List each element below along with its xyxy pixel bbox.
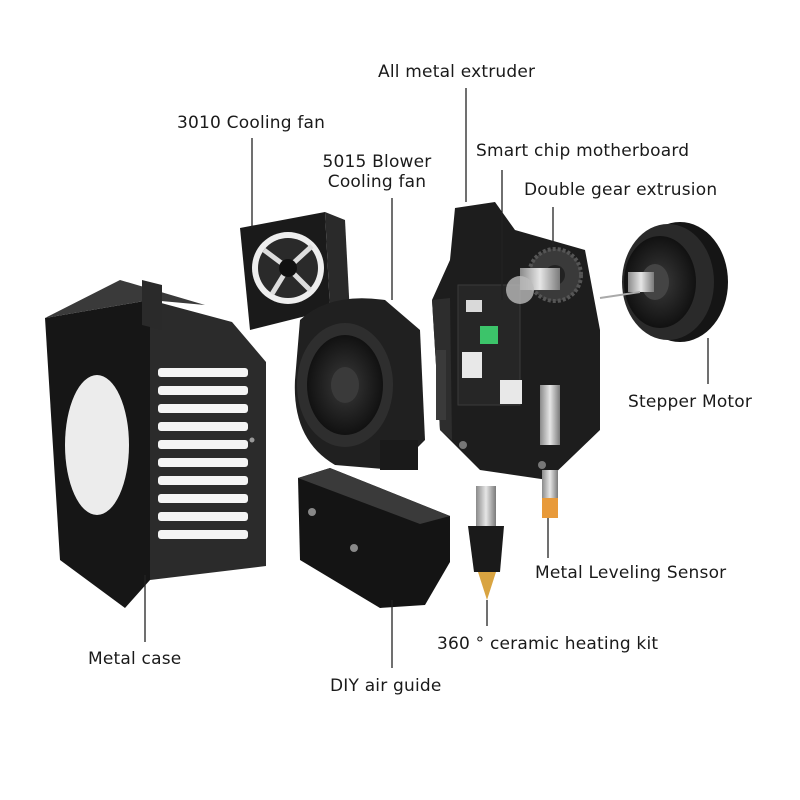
label-ceramic-heating-kit: 360 ° ceramic heating kit (437, 634, 659, 654)
label-smart-chip-motherboard: Smart chip motherboard (476, 141, 690, 161)
label-3010-cooling-fan: 3010 Cooling fan (177, 113, 326, 133)
blower-fan-5015 (294, 298, 425, 470)
stepper-motor (599, 222, 728, 342)
label-metal-case: Metal case (88, 649, 182, 669)
cooling-fan-3010 (240, 212, 350, 330)
leader-lines (144, 88, 709, 668)
metal-case (45, 280, 266, 608)
label-metal-leveling-sensor: Metal Leveling Sensor (535, 563, 727, 583)
label-all-metal-extruder: All metal extruder (378, 62, 536, 82)
heating-kit (468, 486, 504, 600)
air-guide (298, 468, 450, 608)
label-diy-air-guide: DIY air guide (330, 676, 442, 696)
extruder-body (432, 202, 600, 480)
label-5015-blower: 5015 Blower (322, 152, 432, 172)
label-5015-cooling-fan: Cooling fan (327, 172, 427, 192)
leveling-sensor (542, 470, 558, 518)
label-double-gear-extrusion: Double gear extrusion (524, 180, 718, 200)
label-stepper-motor: Stepper Motor (628, 392, 753, 412)
